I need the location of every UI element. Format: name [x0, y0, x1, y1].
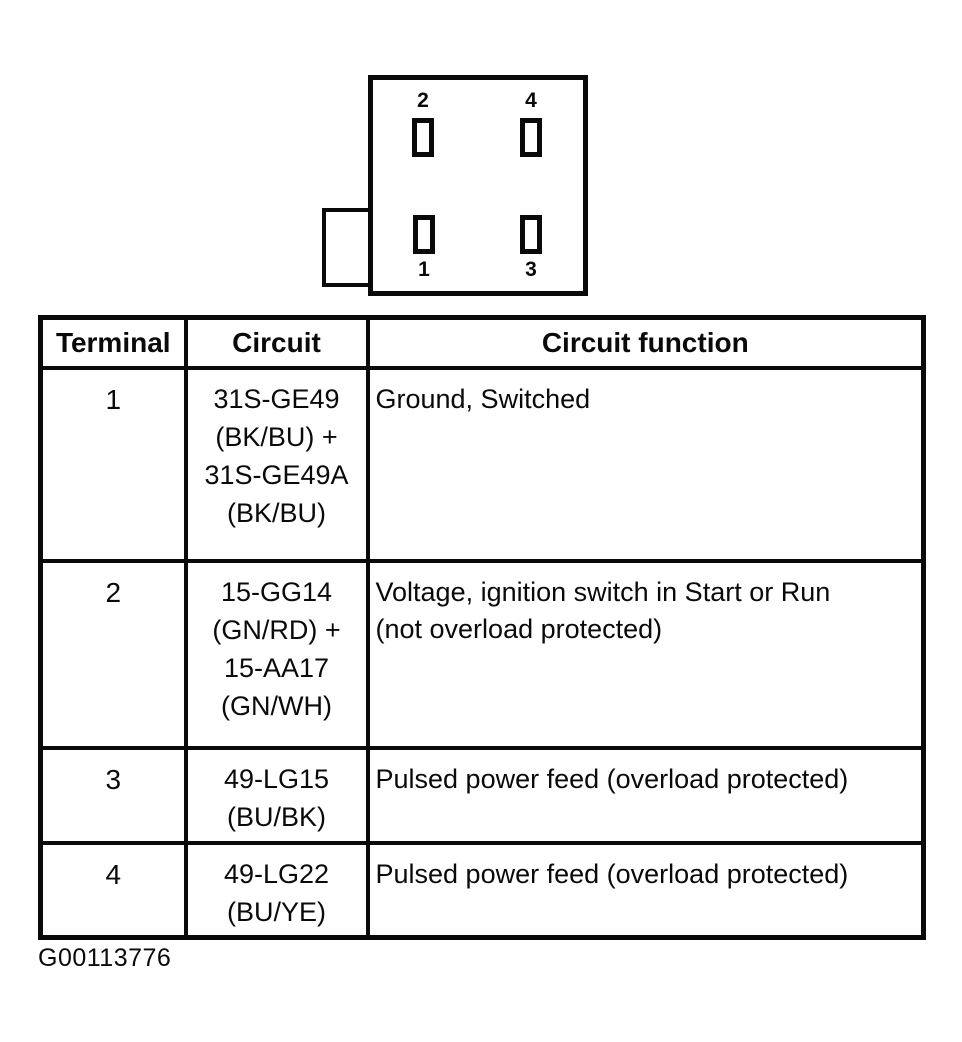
table-row: 1 31S-GE49 (BK/BU) + 31S-GE49A (BK/BU) G…: [38, 365, 926, 563]
pinout-table: Terminal Circuit Circuit function 1 31S-…: [38, 315, 926, 940]
circuit-code: 31S-GE49 (BK/BU) + 31S-GE49A (BK/BU): [183, 365, 370, 563]
header-circuit: Circuit: [183, 315, 370, 370]
pin-1-cavity: [413, 215, 435, 254]
pin-label-3: 3: [525, 258, 537, 281]
table-row: 3 49-LG15 (BU/BK) Pulsed power feed (ove…: [38, 745, 926, 845]
connector-keying-tab: [322, 208, 372, 287]
table-row: 2 15-GG14 (GN/RD) + 15-AA17 (GN/WH) Volt…: [38, 558, 926, 750]
pin-label-2: 2: [417, 89, 429, 112]
pin-4-cavity: [520, 118, 542, 157]
pin-label-1: 1: [418, 258, 430, 281]
circuit-function: Voltage, ignition switch in Start or Run…: [365, 558, 926, 750]
connector-body: 2 4 1 3: [368, 75, 588, 296]
terminal-number: 3: [38, 745, 188, 845]
circuit-function: Pulsed power feed (overload protected): [365, 840, 926, 940]
header-terminal: Terminal: [38, 315, 188, 370]
pin-label-4: 4: [525, 89, 537, 112]
terminal-number: 4: [38, 840, 188, 940]
circuit-function: Pulsed power feed (overload protected): [365, 745, 926, 845]
circuit-code: 49-LG22 (BU/YE): [183, 840, 370, 940]
circuit-function: Ground, Switched: [365, 365, 926, 563]
pin-3-cavity: [520, 215, 542, 254]
pin-2-cavity: [412, 118, 434, 157]
terminal-number: 1: [38, 365, 188, 563]
table-header-row: Terminal Circuit Circuit function: [38, 315, 926, 370]
table-row: 4 49-LG22 (BU/YE) Pulsed power feed (ove…: [38, 840, 926, 940]
header-circuit-function: Circuit function: [365, 315, 926, 370]
terminal-number: 2: [38, 558, 188, 750]
figure-id: G00113776: [38, 944, 172, 972]
circuit-code: 49-LG15 (BU/BK): [183, 745, 370, 845]
circuit-code: 15-GG14 (GN/RD) + 15-AA17 (GN/WH): [183, 558, 370, 750]
